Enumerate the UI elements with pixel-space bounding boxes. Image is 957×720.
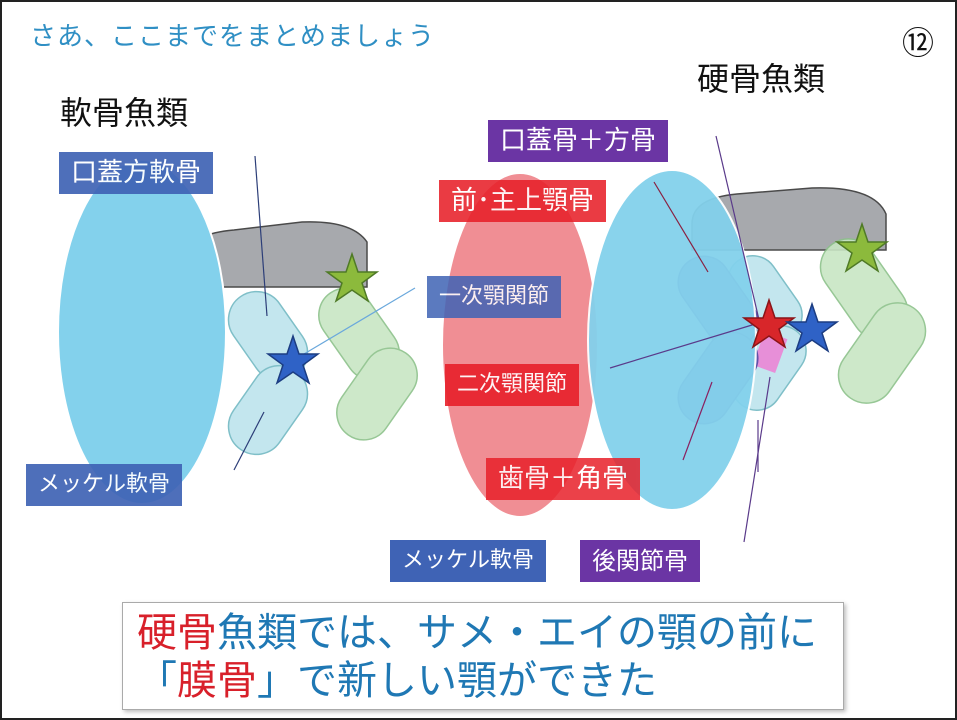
hyoid-rods-left — [318, 287, 418, 441]
star-icon — [834, 221, 890, 273]
summary-bracket-open: 「 — [137, 658, 177, 704]
star-icon — [324, 251, 380, 303]
summary-line-1: 硬骨魚類では、サメ・エイの顎の前に — [137, 609, 829, 657]
summary-text-2: 」で新しい顎ができた — [257, 658, 657, 704]
label-palatoquadrate: 口蓋方軟骨 — [59, 152, 214, 194]
summary-box: 硬骨魚類では、サメ・エイの顎の前に 「膜骨」で新しい顎ができた — [122, 602, 844, 710]
cartilaginous-fish-heading: 軟骨魚類 — [60, 94, 189, 132]
label-palatine-quadrate: 口蓋骨＋方骨 — [488, 120, 669, 162]
label-dentary-angular: 歯骨＋角骨 — [486, 458, 641, 500]
label-meckel-cartilage-left: メッケル軟骨 — [26, 464, 183, 506]
page-number: ⑫ — [902, 24, 935, 62]
pointer-lines-left — [233, 155, 416, 471]
label-meckel-cartilage-right: メッケル軟骨 — [390, 540, 547, 582]
label-premaxilla-maxilla: 前･主上顎骨 — [439, 180, 607, 222]
label-primary-jaw-joint: 一次顎関節 — [427, 276, 562, 318]
pointer-lines-right — [609, 135, 771, 543]
hyoid-rods-right — [819, 238, 927, 404]
cartilage-jaw-highlight — [57, 159, 227, 505]
label-secondary-jaw-joint: 二次顎関節 — [445, 364, 580, 406]
summary-line-2: 「膜骨」で新しい顎ができた — [137, 657, 829, 705]
star-icon — [741, 297, 797, 349]
summary-text-1: 魚類では、サメ・エイの顎の前に — [217, 610, 817, 656]
summary-highlight-bony: 硬骨 — [137, 610, 217, 656]
star-icon — [784, 301, 840, 353]
bony-fish-heading: 硬骨魚類 — [697, 60, 826, 98]
summary-highlight-membrane: 膜骨 — [177, 658, 257, 704]
slide-subtitle: さあ、ここまでをまとめましょう — [30, 22, 436, 52]
star-icon — [265, 333, 321, 385]
label-articular: 後関節骨 — [580, 540, 700, 582]
